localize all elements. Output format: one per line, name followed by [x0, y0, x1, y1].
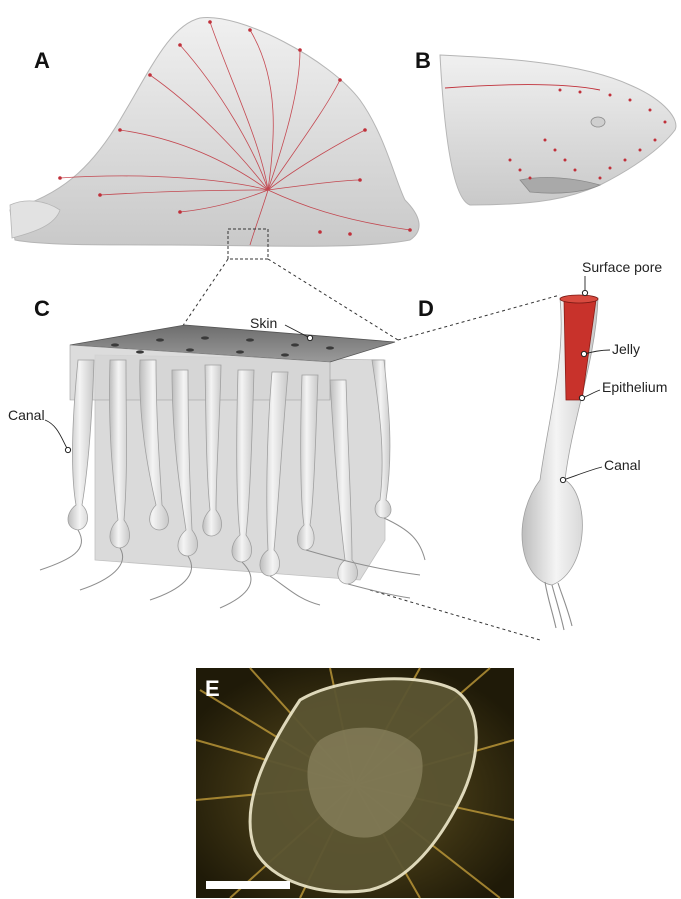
label-canal-c: Canal — [8, 407, 45, 423]
panel-b: B — [415, 48, 676, 205]
label-jelly: Jelly — [612, 341, 640, 357]
shark-head-ventral — [10, 17, 419, 246]
label-skin: Skin — [250, 315, 277, 331]
label-canal-d: Canal — [604, 457, 641, 473]
canal-marker-c — [65, 447, 70, 452]
panel-letter-a: A — [34, 48, 50, 73]
epithelium-marker — [579, 395, 584, 400]
jelly-marker — [581, 351, 586, 356]
canal-marker-d — [560, 477, 565, 482]
panel-a: A — [10, 17, 419, 259]
panel-letter-b: B — [415, 48, 431, 73]
nerve-fibres-d — [545, 582, 572, 630]
panel-letter-e: E — [205, 676, 220, 701]
canal-leader-c — [45, 420, 68, 450]
panel-d: Surface pore Jelly Epithelium Canal D — [418, 259, 667, 630]
panel-letter-c: C — [34, 296, 50, 321]
surface-pore-marker — [582, 290, 587, 295]
canal-leader-d — [563, 467, 602, 480]
skin-marker — [307, 335, 312, 340]
surface-pore-opening — [560, 295, 598, 303]
label-epithelium: Epithelium — [602, 379, 667, 395]
label-surface-pore: Surface pore — [582, 259, 662, 275]
panel-letter-d: D — [418, 296, 434, 321]
panel-e: E — [196, 668, 514, 898]
panel-c: Skin Canal C — [8, 296, 425, 608]
shark-eye — [591, 117, 605, 127]
scale-bar — [206, 881, 290, 889]
